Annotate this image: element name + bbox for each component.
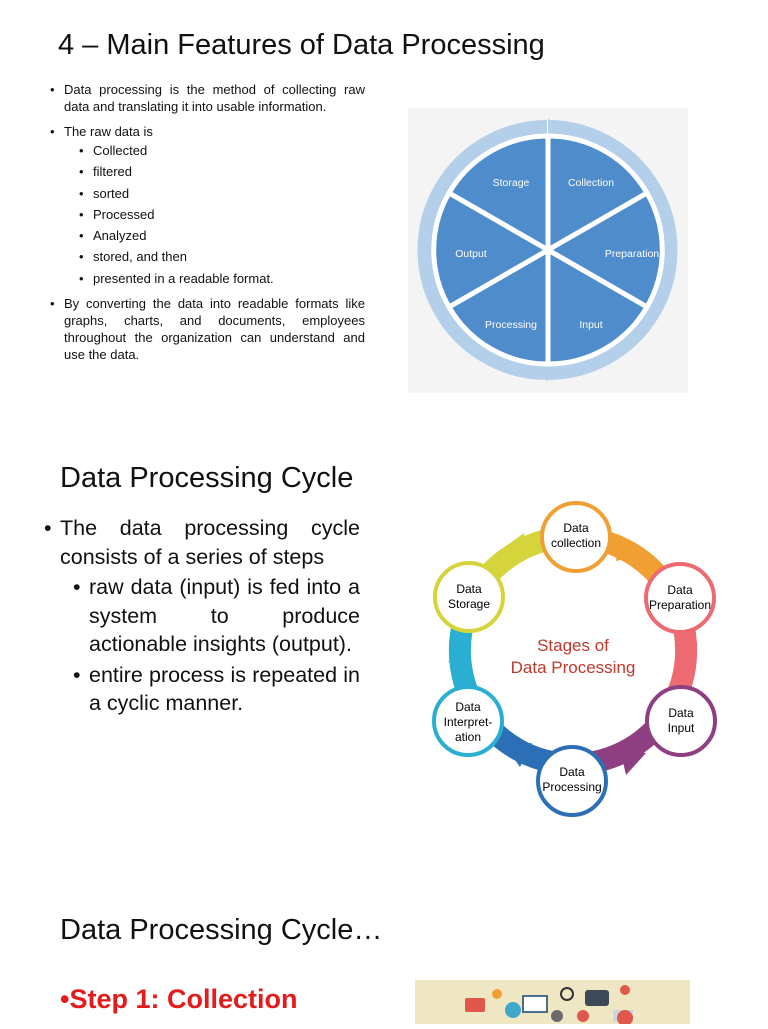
gear-icon bbox=[505, 1002, 521, 1018]
svg-text:Storage: Storage bbox=[448, 597, 490, 611]
ring-arrow-icon bbox=[620, 749, 646, 775]
wheel-label-input: Input bbox=[579, 319, 602, 331]
slide2-bullet-list: The data processing cycle consists of a … bbox=[44, 514, 360, 718]
slide2-sub-1: raw data (input) is fed into a system to… bbox=[73, 573, 360, 659]
wheel-segment-preparation bbox=[542, 189, 665, 311]
gear-icon bbox=[492, 989, 502, 999]
step-bullet: • bbox=[60, 984, 70, 1014]
ring-arrow-icon bbox=[448, 661, 472, 671]
data-icons-illustration bbox=[465, 985, 633, 1026]
wheel-segment-output bbox=[431, 189, 554, 311]
slide2-title: Data Processing Cycle bbox=[60, 462, 354, 494]
wheel-label-output: Output bbox=[455, 248, 487, 260]
ring-arrow-icon bbox=[674, 635, 698, 645]
gear-icon bbox=[620, 985, 630, 995]
chat-icon bbox=[465, 998, 485, 1012]
data-processing-wheel: Storage Collection Preparation Input Pro… bbox=[408, 108, 688, 393]
svg-text:Input: Input bbox=[668, 721, 695, 735]
wheel-label-collection: Collection bbox=[568, 177, 614, 189]
sub-item: filtered bbox=[79, 161, 365, 183]
ring-arrow-icon bbox=[616, 535, 642, 561]
raw-data-sub-list: Collected filtered sorted Processed Anal… bbox=[50, 140, 365, 289]
target-icon bbox=[617, 1010, 633, 1026]
monitor-icon bbox=[522, 995, 548, 1013]
slide2-bullet-1: The data processing cycle consists of a … bbox=[44, 514, 360, 571]
sub-item: Analyzed bbox=[79, 225, 365, 247]
center-title-line1: Stages of bbox=[537, 636, 609, 655]
wheel-label-processing: Processing bbox=[485, 319, 537, 331]
slide3-title: Data Processing Cycle… bbox=[60, 914, 383, 946]
wheel-segment-input bbox=[545, 245, 651, 367]
ring-arrow-icon bbox=[506, 743, 532, 767]
ring-arrow-icon bbox=[651, 190, 668, 205]
collection-illustration bbox=[415, 980, 690, 1026]
wheel-label-storage: Storage bbox=[493, 177, 530, 189]
stage-data-processing: Data Processing bbox=[536, 745, 608, 817]
svg-text:Preparation: Preparation bbox=[649, 598, 711, 612]
step-label: Step 1: Collection bbox=[69, 984, 298, 1014]
stage-data-interpretation: Data Interpret- ation bbox=[432, 685, 504, 757]
svg-text:Processing: Processing bbox=[542, 780, 601, 794]
slide1-bullet-2: The raw data is bbox=[50, 123, 365, 140]
svg-text:Data: Data bbox=[668, 706, 694, 720]
gear-icon bbox=[551, 1010, 563, 1022]
stages-diagram: Stages of Data Processing Data collectio… bbox=[432, 501, 717, 817]
sub-item: Collected bbox=[79, 140, 365, 162]
stage-data-preparation: Data Preparation bbox=[644, 562, 716, 634]
svg-text:collection: collection bbox=[551, 536, 601, 550]
sub-item: presented in a readable format. bbox=[79, 268, 365, 290]
wheel-segment-storage bbox=[445, 133, 551, 255]
wheel-segment-collection bbox=[545, 133, 651, 255]
slide1-bullet-list: Data processing is the method of collect… bbox=[50, 81, 365, 363]
wheel-label-preparation: Preparation bbox=[605, 248, 659, 260]
ring-arrow-icon bbox=[435, 176, 452, 192]
svg-text:Data: Data bbox=[667, 583, 693, 597]
sub-item: Processed bbox=[79, 204, 365, 226]
stage-data-input: Data Input bbox=[645, 685, 717, 757]
sub-item: sorted bbox=[79, 183, 365, 205]
slide2-sub-2: entire process is repeated in a cyclic m… bbox=[73, 661, 360, 718]
svg-text:Data: Data bbox=[455, 700, 481, 714]
ring-arrow-icon bbox=[428, 295, 445, 310]
svg-text:Data: Data bbox=[559, 765, 585, 779]
stage-data-storage: Data Storage bbox=[433, 561, 505, 633]
slide1-bullet-1: Data processing is the method of collect… bbox=[50, 81, 365, 115]
slide1-bullet-3: By converting the data into readable for… bbox=[50, 295, 365, 363]
wheel-segment-processing bbox=[445, 245, 551, 367]
center-title-line2: Data Processing bbox=[511, 658, 636, 677]
stage-data-collection: Data collection bbox=[540, 501, 612, 573]
gear-icon bbox=[577, 1010, 589, 1022]
ring-arrow-icon bbox=[644, 308, 661, 324]
link-card-icon bbox=[585, 990, 609, 1006]
svg-text:ation: ation bbox=[455, 730, 481, 744]
magnifier-icon bbox=[560, 987, 574, 1001]
ring-arrow-icon bbox=[502, 533, 528, 557]
svg-text:Data: Data bbox=[563, 521, 589, 535]
svg-text:Data: Data bbox=[456, 582, 482, 596]
svg-text:Interpret-: Interpret- bbox=[444, 715, 493, 729]
sub-item: stored, and then bbox=[79, 246, 365, 268]
slide1-title: 4 – Main Features of Data Processing bbox=[58, 29, 545, 61]
step-heading: •Step 1: Collection bbox=[60, 984, 297, 1015]
